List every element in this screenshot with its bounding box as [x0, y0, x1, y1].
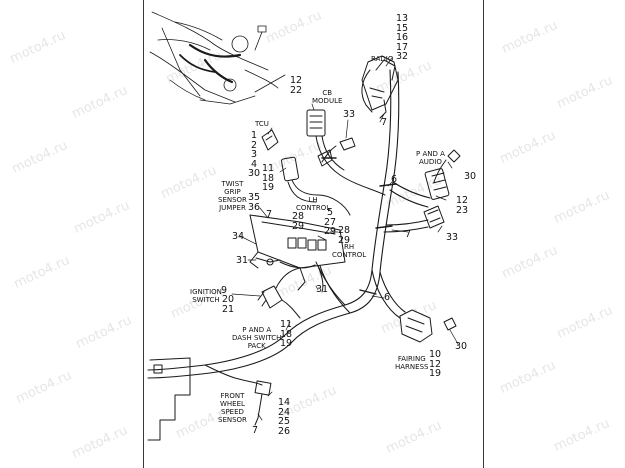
p-and-a-audio-connector	[433, 149, 461, 183]
lh-control-label: LH CONTROL	[296, 196, 331, 212]
front-wheel-speed-sensor-label: FRONT WHEEL SPEED SENSOR	[218, 392, 247, 424]
tcu-connector	[261, 129, 279, 151]
p-and-a-audio-label: P AND A AUDIO	[416, 150, 445, 166]
ref-30-fairing: 30	[455, 341, 468, 352]
ref-30-audio: 30	[464, 171, 477, 182]
connector-33-right	[423, 205, 445, 229]
connector-12-23	[424, 168, 450, 200]
speed-sensor-branch	[147, 357, 272, 441]
switch-housing	[249, 214, 346, 293]
ref-33-right: 33	[446, 232, 459, 243]
ref-7-bottom: 7	[252, 425, 259, 436]
ref-31-right: 31	[316, 284, 329, 295]
radio-label: RADIO	[371, 55, 394, 63]
fairing-harness-label: FAIRING HARNESS	[395, 355, 429, 371]
ref-6-upper: 6	[391, 174, 398, 185]
ref-31-left: 31	[236, 255, 249, 266]
cb-module-branch	[306, 109, 386, 196]
tcu-label: TCU	[255, 120, 269, 128]
leader-lines	[231, 57, 459, 421]
radio-branch	[361, 55, 399, 119]
motorcycle-inset	[149, 11, 286, 105]
ref-7-right: 7	[405, 229, 412, 240]
ref-6-lower: 6	[384, 292, 391, 303]
ignition-connector	[257, 267, 301, 319]
fairing-harness-connector	[399, 309, 457, 343]
p-and-a-dash-label: P AND A DASH SWITCH PACK	[232, 326, 282, 350]
rh-control-label: RH CONTROL	[332, 243, 367, 259]
cable-ties	[321, 157, 397, 295]
ref-34: 34	[232, 231, 245, 242]
ref-7-mid: 7	[266, 209, 273, 220]
ref-9: 9	[221, 285, 228, 296]
cb-module-label: CB MODULE	[312, 89, 343, 105]
twist-grip-label: TWIST GRIP SENSOR JUMPER	[218, 180, 247, 212]
ignition-switch-label: IGNITION SWITCH	[190, 288, 222, 304]
connector-33-top	[317, 137, 356, 167]
ref-7-radio: 7	[381, 117, 388, 128]
ref-33-top: 33	[343, 109, 356, 120]
